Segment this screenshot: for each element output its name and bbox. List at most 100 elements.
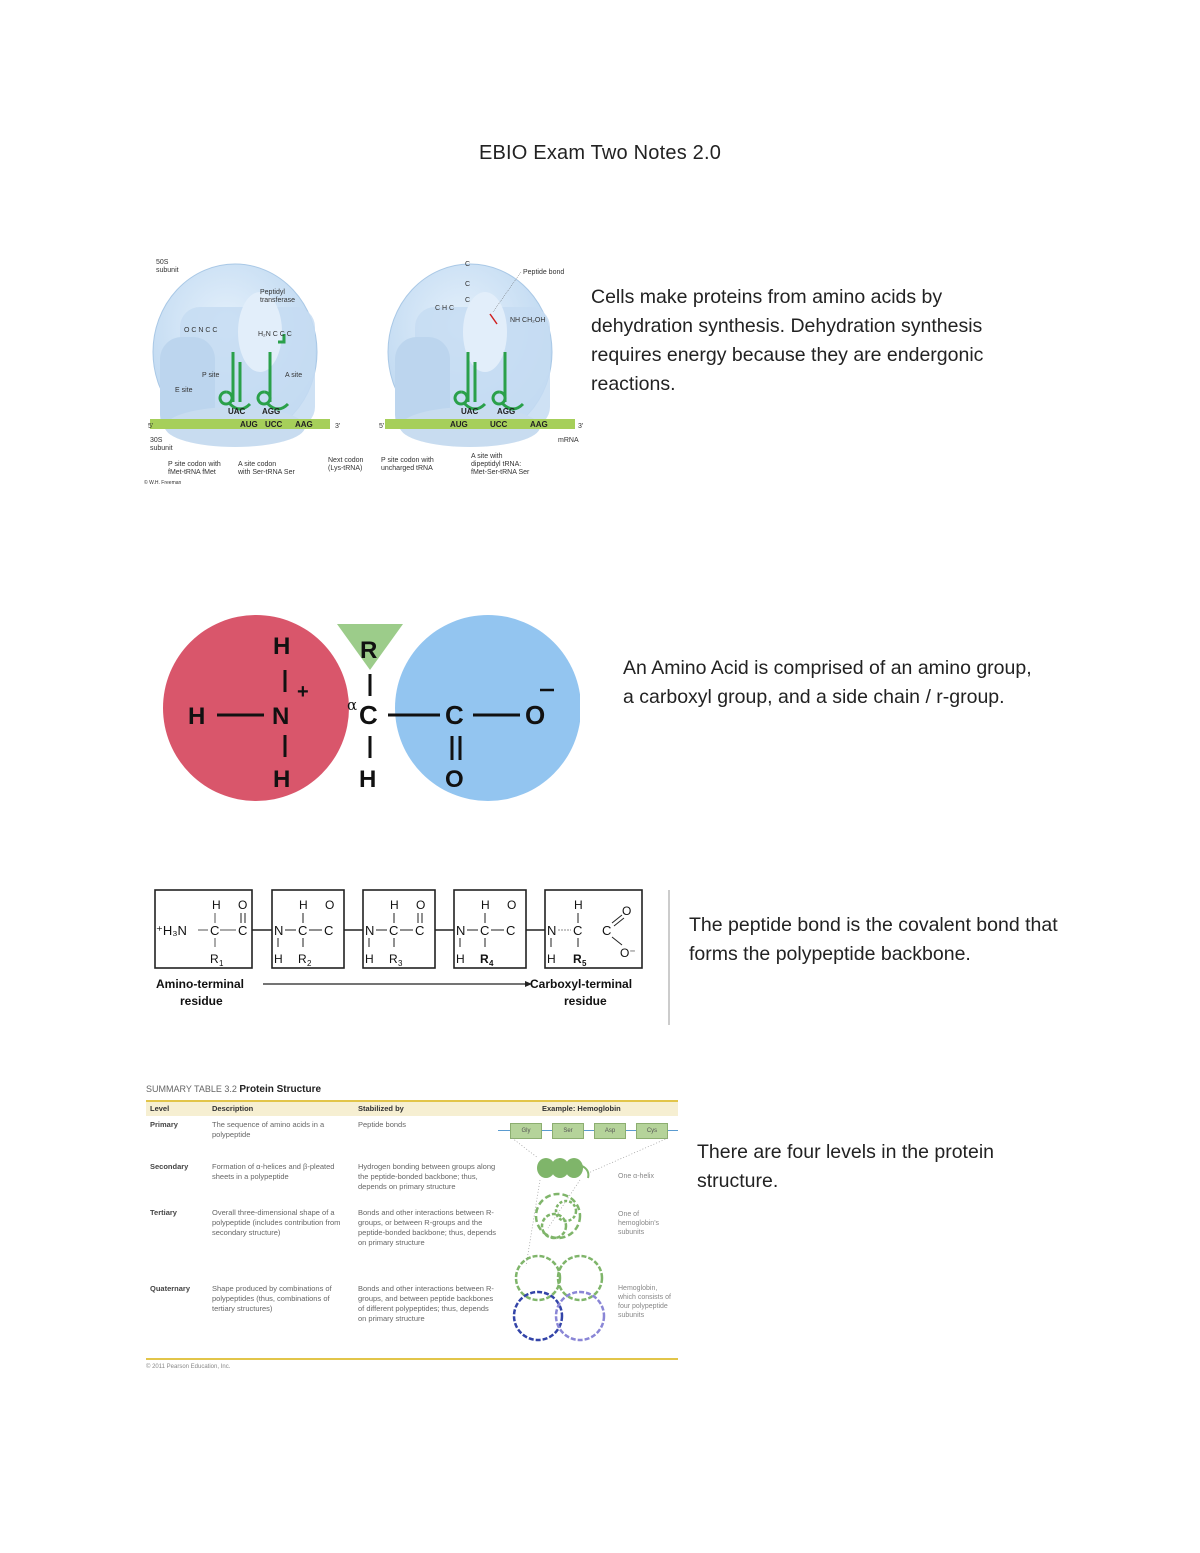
ribosome-figure: AUG UCC AAG 5' 3' UAC AGG P site A site … [140, 252, 590, 487]
svg-text:H: H [390, 898, 399, 912]
svg-text:O: O [325, 898, 334, 912]
svg-text:C: C [415, 923, 424, 938]
svg-text:dipeptidyl tRNA:: dipeptidyl tRNA: [471, 461, 521, 468]
svg-text:P site codon with: P site codon with [381, 457, 434, 464]
svg-text:C: C [359, 700, 378, 730]
svg-text:3': 3' [578, 423, 583, 430]
svg-text:H: H [212, 898, 221, 912]
left-ribosome: AUG UCC AAG 5' 3' UAC AGG P site A site … [144, 259, 364, 486]
svg-text:50S: 50S [156, 259, 169, 266]
svg-text:AAG: AAG [295, 420, 313, 429]
svg-text:H: H [456, 952, 465, 966]
svg-text:Peptide bond: Peptide bond [523, 269, 564, 276]
svg-text:R: R [360, 637, 377, 664]
svg-text:AUG: AUG [450, 420, 468, 429]
svg-text:3: 3 [398, 959, 403, 968]
carboxyl-group-circle [395, 615, 581, 801]
svg-text:A site with: A site with [471, 453, 503, 460]
svg-text:fMet-tRNA fMet: fMet-tRNA fMet [168, 469, 216, 476]
table-caption: SUMMARY TABLE 3.2 Protein Structure [146, 1084, 322, 1095]
svg-text:H: H [274, 952, 283, 966]
svg-text:H: H [481, 898, 490, 912]
svg-text:R: R [298, 952, 307, 966]
svg-text:A site: A site [285, 372, 302, 379]
note-translation: Cells make proteins from amino acids by … [591, 286, 984, 395]
svg-text:H: H [365, 952, 374, 966]
svg-text:N: N [456, 923, 465, 938]
svg-text:subunit: subunit [150, 445, 173, 452]
svg-text:4: 4 [489, 959, 494, 968]
svg-text:Peptidyl: Peptidyl [260, 289, 285, 296]
svg-text:5': 5' [148, 423, 153, 430]
svg-text:N: N [365, 923, 374, 938]
svg-text:H: H [188, 703, 205, 730]
svg-text:⁺H₃N: ⁺H₃N [156, 923, 187, 938]
subunit-graphic [534, 1192, 582, 1240]
svg-text:C: C [298, 923, 307, 938]
sequence-asp: Asp [594, 1123, 626, 1139]
alpha-helix-graphic [537, 1158, 590, 1179]
svg-text:AGG: AGG [262, 407, 280, 416]
svg-text:5': 5' [379, 423, 384, 430]
svg-text:O⁻: O⁻ [620, 946, 636, 960]
svg-text:© W.H. Freeman: © W.H. Freeman [144, 479, 182, 486]
right-ribosome: AUG UCC AAG 5' 3' UAC AGG Peptide bond C… [379, 261, 583, 476]
svg-text:subunit: subunit [156, 267, 179, 274]
svg-text:C: C [238, 923, 247, 938]
svg-text:R: R [210, 952, 219, 966]
amino-acid-figure: R H + H N H α C H C O O [160, 612, 581, 807]
svg-text:O: O [507, 898, 516, 912]
svg-text:C: C [602, 923, 611, 938]
table-header: Level Description Stabilized by Example:… [146, 1100, 678, 1116]
svg-text:C: C [465, 261, 470, 268]
note-amino-acid: An Amino Acid is comprised of an amino g… [623, 657, 1032, 708]
svg-text:H: H [359, 766, 376, 793]
note-protein-structure: There are four levels in the protein str… [697, 1141, 994, 1192]
svg-text:R: R [573, 952, 582, 966]
svg-text:α: α [347, 696, 357, 714]
svg-text:C: C [465, 281, 470, 288]
svg-text:uncharged tRNA: uncharged tRNA [381, 465, 433, 472]
svg-text:N: N [272, 703, 289, 730]
svg-text:5: 5 [582, 959, 587, 968]
svg-text:transferase: transferase [260, 297, 295, 304]
svg-text:C: C [465, 297, 470, 304]
svg-text:2: 2 [307, 959, 312, 968]
svg-text:C H C: C H C [435, 305, 454, 312]
svg-text:N: N [274, 923, 283, 938]
svg-text:O: O [622, 904, 631, 918]
svg-text:P site codon with: P site codon with [168, 461, 221, 468]
svg-text:UCC: UCC [490, 420, 508, 429]
svg-text:NH CH₂OH: NH CH₂OH [510, 317, 545, 324]
svg-text:30S: 30S [150, 437, 163, 444]
amino-terminal-label: Amino-terminal [156, 977, 244, 991]
svg-text:UAC: UAC [461, 407, 479, 416]
svg-text:Next codon: Next codon [328, 457, 364, 464]
svg-text:(Lys-tRNA): (Lys-tRNA) [328, 465, 362, 472]
svg-text:N: N [547, 923, 556, 938]
sequence-cys: Cys [636, 1123, 668, 1139]
sequence-ser: Ser [552, 1123, 584, 1139]
hemoglobin-example: Gly Ser Asp Cys [498, 1116, 678, 1356]
carboxyl-terminal-residue-label: residue [564, 994, 607, 1008]
svg-text:A site codon: A site codon [238, 461, 276, 468]
svg-text:O: O [238, 898, 247, 912]
svg-text:H: H [273, 766, 290, 793]
amino-terminal-residue-label: residue [180, 994, 223, 1008]
svg-text:AAG: AAG [530, 420, 548, 429]
svg-text:H: H [574, 898, 583, 912]
svg-text:C: C [389, 923, 398, 938]
svg-text:mRNA: mRNA [558, 437, 579, 444]
svg-text:C: C [573, 923, 582, 938]
protein-structure-table: SUMMARY TABLE 3.2 Protein Structure Leve… [146, 1082, 678, 1372]
example-subunit-label: One of hemoglobin's subunits [618, 1211, 660, 1236]
svg-text:O C N C C: O C N C C [184, 327, 217, 334]
document-title: EBIO Exam Two Notes 2.0 [478, 142, 722, 164]
svg-text:O: O [416, 898, 425, 912]
table-bottom-rule [146, 1358, 678, 1360]
note-peptide-bond: The peptide bond is the covalent bond th… [689, 914, 1058, 965]
svg-text:H: H [547, 952, 556, 966]
svg-text:R: R [389, 952, 398, 966]
svg-text:with Ser-tRNA Ser: with Ser-tRNA Ser [237, 469, 295, 476]
